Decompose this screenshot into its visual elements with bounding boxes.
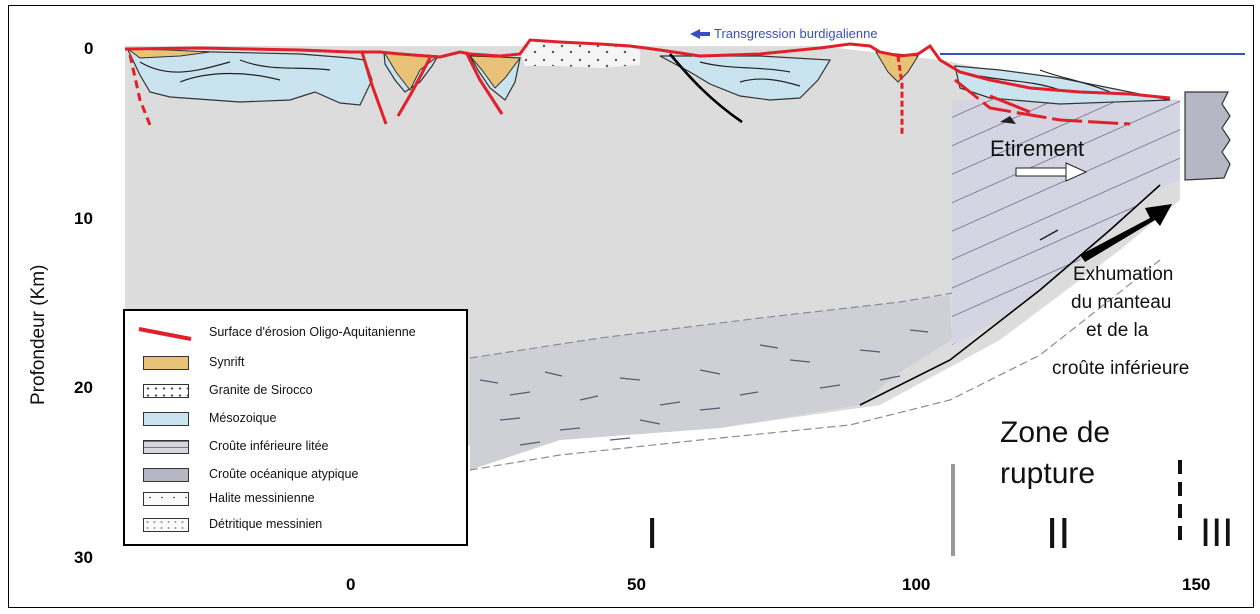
zone-label-line-2: rupture	[1000, 457, 1095, 490]
erosion-line-icon	[138, 327, 192, 341]
stretch-arrow-shaft	[1015, 167, 1067, 177]
mesozoic-swatch-icon	[143, 412, 189, 426]
x-axis: 0 50 100 150	[346, 575, 1210, 594]
transgression-label: Transgression burdigalienne	[714, 26, 878, 41]
exhumation-line-1: Exhumation	[1073, 264, 1173, 285]
y-tick-0: 0	[84, 39, 93, 58]
small-arrow-lower	[1039, 229, 1059, 241]
stretching-zone-hatch	[952, 98, 1180, 345]
legend-label: Mésozoique	[209, 411, 277, 425]
lower-crust-dashes	[479, 329, 929, 446]
transgression-arrow-icon	[690, 29, 710, 39]
lower-layered-crust	[470, 295, 952, 470]
normal-faults	[669, 53, 743, 124]
erosion-surface-line	[124, 38, 1171, 100]
halite-swatch-icon	[143, 492, 189, 506]
figure-frame	[8, 5, 1254, 608]
exhumation-line-2: du manteau	[1071, 292, 1171, 313]
y-tick-20: 20	[74, 378, 93, 397]
legend-label: Détritique messinien	[209, 517, 323, 531]
legend-label: Croûte océanique atypique	[209, 467, 359, 481]
legend-item-granite: Granite de Sirocco	[125, 381, 465, 403]
lower-crust-top-boundary	[469, 284, 1001, 359]
legend: Surface d'érosion Oligo-Aquitanienne Syn…	[123, 309, 468, 546]
y-axis: 0 10 20 30 Profondeur (Km)	[28, 39, 93, 567]
y-tick-10: 10	[74, 209, 93, 228]
lower-crust-base-boundary	[469, 259, 1161, 471]
legend-label: Synrift	[209, 355, 245, 369]
legend-label: Granite de Sirocco	[209, 383, 313, 397]
legend-item-lower-crust: Croûte inférieure litée	[125, 437, 465, 459]
legend-label: Croûte inférieure litée	[209, 439, 329, 453]
detritique-swatch-icon	[143, 518, 189, 532]
lower-crust-swatch-icon	[143, 440, 189, 454]
legend-item-erosion: Surface d'érosion Oligo-Aquitanienne	[125, 323, 465, 345]
oceanic-swatch-icon	[143, 468, 189, 482]
granite-swatch-icon	[143, 384, 189, 398]
y-axis-title: Profondeur (Km)	[28, 265, 49, 405]
exhumation-boundary	[859, 184, 1161, 406]
mesozoic-bodies	[127, 49, 1171, 106]
legend-label: Surface d'érosion Oligo-Aquitanienne	[209, 325, 416, 339]
legend-label: Halite messinienne	[209, 491, 315, 505]
zone-number-ii: II	[1046, 509, 1070, 558]
zone-label-line-1: Zone de	[1000, 416, 1110, 449]
synrift-swatch-icon	[143, 356, 189, 370]
granite-sirocco	[520, 40, 640, 68]
x-tick-100: 100	[902, 575, 930, 594]
y-tick-30: 30	[74, 548, 93, 567]
legend-item-halite: Halite messinienne	[125, 489, 465, 511]
red-faults	[128, 51, 1131, 135]
zone-number-iii: III	[1200, 511, 1233, 555]
etirement-label: Etirement	[990, 136, 1084, 161]
legend-item-mesozoic: Mésozoique	[125, 409, 465, 431]
legend-item-synrift: Synrift	[125, 353, 465, 375]
x-tick-50: 50	[627, 575, 646, 594]
legend-item-oceanic: Croûte océanique atypique	[125, 465, 465, 487]
mesozoic-structures	[139, 59, 1111, 93]
stretch-arrow-head	[1065, 162, 1088, 182]
synrift-basins	[126, 48, 919, 91]
zone-number-i: I	[646, 509, 658, 558]
exhumation-arrow	[1080, 204, 1172, 262]
exhumation-line-3: et de la	[1086, 320, 1149, 341]
legend-item-detritique: Détritique messinien	[125, 515, 465, 537]
atypical-oceanic-crust	[1184, 91, 1231, 181]
left-arrow-upper	[1000, 116, 1016, 124]
x-tick-0: 0	[346, 575, 355, 594]
exhumation-line-4: croûte inférieure	[1052, 358, 1189, 379]
x-tick-150: 150	[1182, 575, 1210, 594]
